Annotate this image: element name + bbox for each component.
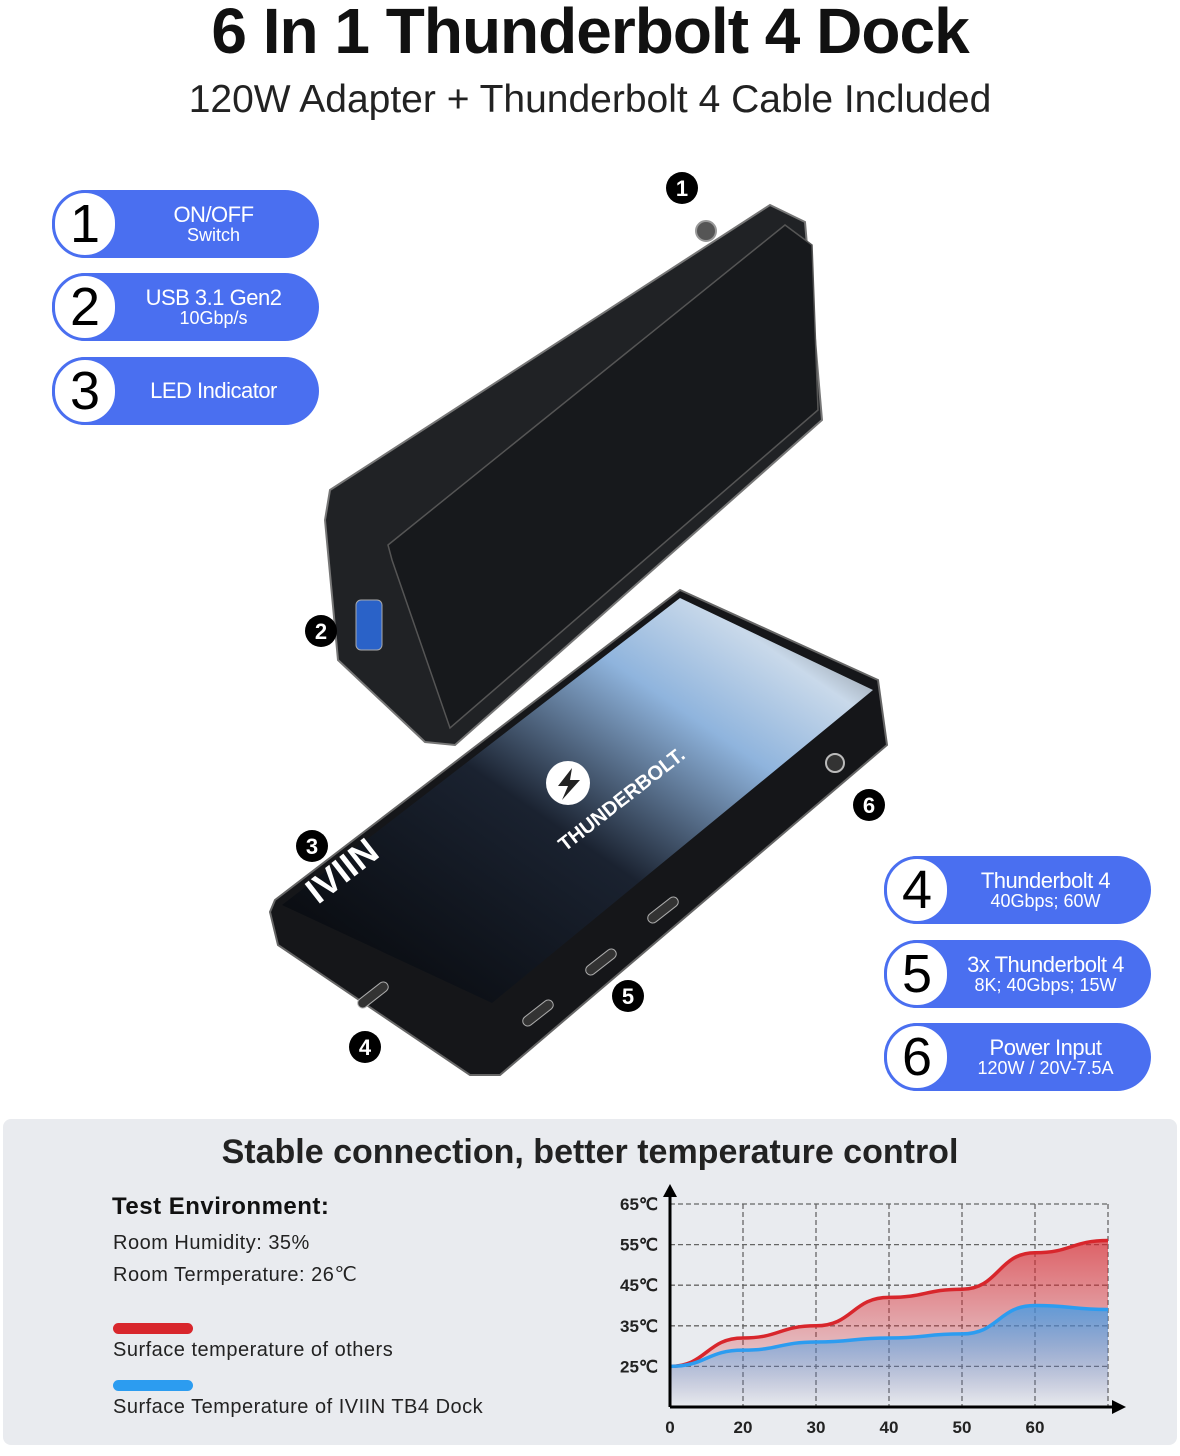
- feature-label: LED Indicator: [150, 378, 277, 404]
- marker-6: 6: [853, 789, 885, 821]
- x-axis-arrow-icon: [1112, 1400, 1126, 1414]
- series-area-1: [670, 1305, 1108, 1407]
- power-button-icon: [695, 220, 717, 242]
- feature-number: 2: [52, 273, 118, 341]
- svg-text:3: 3: [306, 834, 318, 859]
- marker-3: 3: [296, 830, 328, 862]
- y-tick-label: 55℃: [620, 1236, 658, 1255]
- svg-text:2: 2: [315, 619, 327, 644]
- series-line-0: [669, 1238, 1109, 1369]
- feature-label: Thunderbolt 4: [980, 868, 1111, 893]
- x-tick-label: 20: [734, 1418, 753, 1437]
- room-temperature-text: Room Termperature: 26℃: [113, 1264, 358, 1286]
- marker-4: 4: [349, 1031, 381, 1063]
- x-tick-label: 40: [880, 1418, 899, 1437]
- test-environment-title: Test Environment:: [112, 1193, 330, 1220]
- page-subtitle: 120W Adapter + Thunderbolt 4 Cable Inclu…: [188, 78, 992, 121]
- x-tick-label: 30: [807, 1418, 826, 1437]
- x-tick-label: 60: [1026, 1418, 1045, 1437]
- thunderbolt-port-icon: [647, 896, 679, 924]
- marker-5: 5: [612, 980, 644, 1012]
- feature-number: 1: [52, 190, 118, 258]
- y-tick-label: 25℃: [620, 1357, 658, 1376]
- feature-detail: 10Gbp/s: [179, 308, 248, 329]
- y-axis-arrow-icon: [663, 1184, 677, 1197]
- series-line-1: [669, 1303, 1109, 1369]
- legend-label-iviin: Surface Temperature of IVIIN TB4 Dock: [113, 1396, 484, 1418]
- feature-label: ON/OFF: [173, 202, 254, 227]
- temperature-chart: 65℃ 55℃ 45℃ 35℃ 25℃ 0 20 30 40 50 60: [620, 1184, 1126, 1437]
- x-tick-label: 50: [953, 1418, 972, 1437]
- feature-number: 6: [884, 1023, 950, 1091]
- feature-detail: 120W / 20V-7.5A: [977, 1058, 1114, 1079]
- page-title: 6 In 1 Thunderbolt 4 Dock: [211, 0, 969, 67]
- marker-1: 1: [666, 172, 698, 204]
- y-tick-label: 35℃: [620, 1317, 658, 1336]
- y-tick-label: 45℃: [620, 1276, 658, 1295]
- feature-label: USB 3.1 Gen2: [145, 285, 282, 310]
- feature-detail: 8K; 40Gbps; 15W: [974, 975, 1117, 996]
- legend-label-others: Surface temperature of others: [113, 1339, 394, 1361]
- panel-title: Stable connection, better temperature co…: [221, 1133, 959, 1171]
- feature-label: Power Input: [989, 1035, 1102, 1060]
- usb-port-icon: [355, 599, 383, 651]
- power-input-port-icon: [825, 753, 845, 773]
- marker-2: 2: [305, 615, 337, 647]
- thunderbolt-port-icon: [585, 948, 617, 976]
- feature-detail: Switch: [186, 225, 240, 246]
- dock-top-view: [323, 203, 824, 747]
- svg-text:1: 1: [676, 176, 688, 201]
- svg-text:6: 6: [863, 793, 875, 818]
- dock-product-image: THUNDERBOLT. IVIIN 1 2 3 4 5 6: [268, 172, 889, 1076]
- feature-number: 4: [884, 856, 950, 924]
- legend-swatch-others: [113, 1323, 193, 1334]
- legend-swatch-iviin: [113, 1380, 193, 1391]
- y-tick-label: 65℃: [620, 1195, 658, 1214]
- feature-detail: 40Gbps; 60W: [990, 891, 1101, 912]
- feature-number: 3: [52, 357, 118, 425]
- x-tick-label: 0: [665, 1418, 674, 1437]
- thunderbolt-port-icon: [357, 981, 389, 1009]
- feature-label: 3x Thunderbolt 4: [967, 952, 1124, 977]
- feature-pill-3: 3 LED Indicator: [52, 357, 319, 425]
- feature-number: 5: [884, 940, 950, 1008]
- svg-text:4: 4: [359, 1035, 372, 1060]
- dock-bottom-view: THUNDERBOLT. IVIIN: [268, 588, 889, 1076]
- thunderbolt-port-icon: [522, 999, 554, 1027]
- humidity-text: Room Humidity: 35%: [113, 1232, 310, 1254]
- svg-text:5: 5: [622, 984, 634, 1009]
